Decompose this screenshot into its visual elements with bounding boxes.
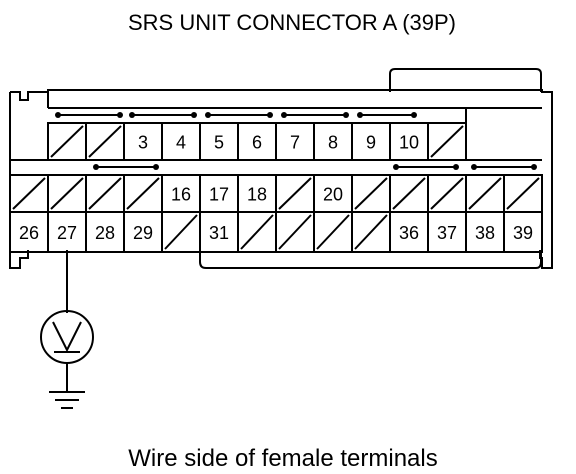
empty-terminal-slash <box>354 214 388 250</box>
terminal-number: 4 <box>176 133 186 153</box>
shorting-bar-end <box>393 164 399 170</box>
terminal-number: 26 <box>19 223 39 243</box>
terminal-number: 38 <box>475 223 495 243</box>
empty-terminal-slash <box>12 177 46 210</box>
empty-terminal-slash <box>278 177 312 210</box>
shorting-bar-end <box>471 164 477 170</box>
empty-terminal-slash <box>392 177 426 210</box>
terminal-number: 16 <box>171 185 191 205</box>
voltmeter-icon <box>40 310 94 364</box>
diagram-title: SRS UNIT CONNECTOR A (39P) <box>128 10 456 35</box>
empty-terminal-slash <box>468 177 502 210</box>
terminal-number: 8 <box>328 133 338 153</box>
empty-terminal-slash <box>278 214 312 250</box>
terminal-number: 39 <box>513 223 533 243</box>
shorting-bar-end <box>117 112 123 118</box>
empty-terminal-slash <box>50 125 84 158</box>
empty-terminal-slash <box>126 177 160 210</box>
terminal-number: 3 <box>138 133 148 153</box>
empty-terminal-slash <box>164 214 198 250</box>
terminal-number: 29 <box>133 223 153 243</box>
terminal-number: 9 <box>366 133 376 153</box>
terminal-cell <box>427 122 467 161</box>
terminal-number: 37 <box>437 223 457 243</box>
shorting-bar-end <box>453 164 459 170</box>
shorting-bar-end <box>93 164 99 170</box>
terminal-number: 18 <box>247 185 267 205</box>
empty-terminal-slash <box>354 177 388 210</box>
diagram-caption: Wire side of female terminals <box>128 445 437 472</box>
shorting-bar-end <box>267 112 273 118</box>
shorting-bar-end <box>153 164 159 170</box>
shorting-bar-end <box>205 112 211 118</box>
terminal-number: 17 <box>209 185 229 205</box>
shorting-bar-end <box>129 112 135 118</box>
terminal-number: 36 <box>399 223 419 243</box>
shorting-bar-end <box>343 112 349 118</box>
terminal-number: 6 <box>252 133 262 153</box>
terminal-number: 31 <box>209 223 229 243</box>
empty-terminal-slash <box>430 125 464 158</box>
terminal-number: 7 <box>290 133 300 153</box>
empty-terminal-slash <box>316 214 350 250</box>
empty-terminal-slash <box>88 125 122 158</box>
ground-icon <box>49 391 85 409</box>
shorting-bar-end <box>411 112 417 118</box>
shorting-bar-end <box>55 112 61 118</box>
shorting-bars <box>55 112 537 170</box>
terminal-cell <box>503 211 543 253</box>
empty-terminal-slash <box>88 177 122 210</box>
terminal-number: 10 <box>399 133 419 153</box>
empty-terminal-slash <box>240 214 274 250</box>
terminal-number: 5 <box>214 133 224 153</box>
empty-terminal-slash <box>506 177 540 210</box>
empty-terminal-slash <box>430 177 464 210</box>
shorting-bar-end <box>531 164 537 170</box>
terminal-number: 28 <box>95 223 115 243</box>
terminal-grid: 3 4 5 6 7 8 9 10 16 17 18 20 26 27 28 29 31 36 37 38 39 <box>9 107 543 253</box>
connector-housing <box>9 68 553 269</box>
shorting-bar-end <box>357 112 363 118</box>
empty-terminal-slash <box>50 177 84 210</box>
shorting-bar-end <box>281 112 287 118</box>
terminal-number: 27 <box>57 223 77 243</box>
terminal-number: 20 <box>323 185 343 205</box>
shorting-bar-end <box>191 112 197 118</box>
